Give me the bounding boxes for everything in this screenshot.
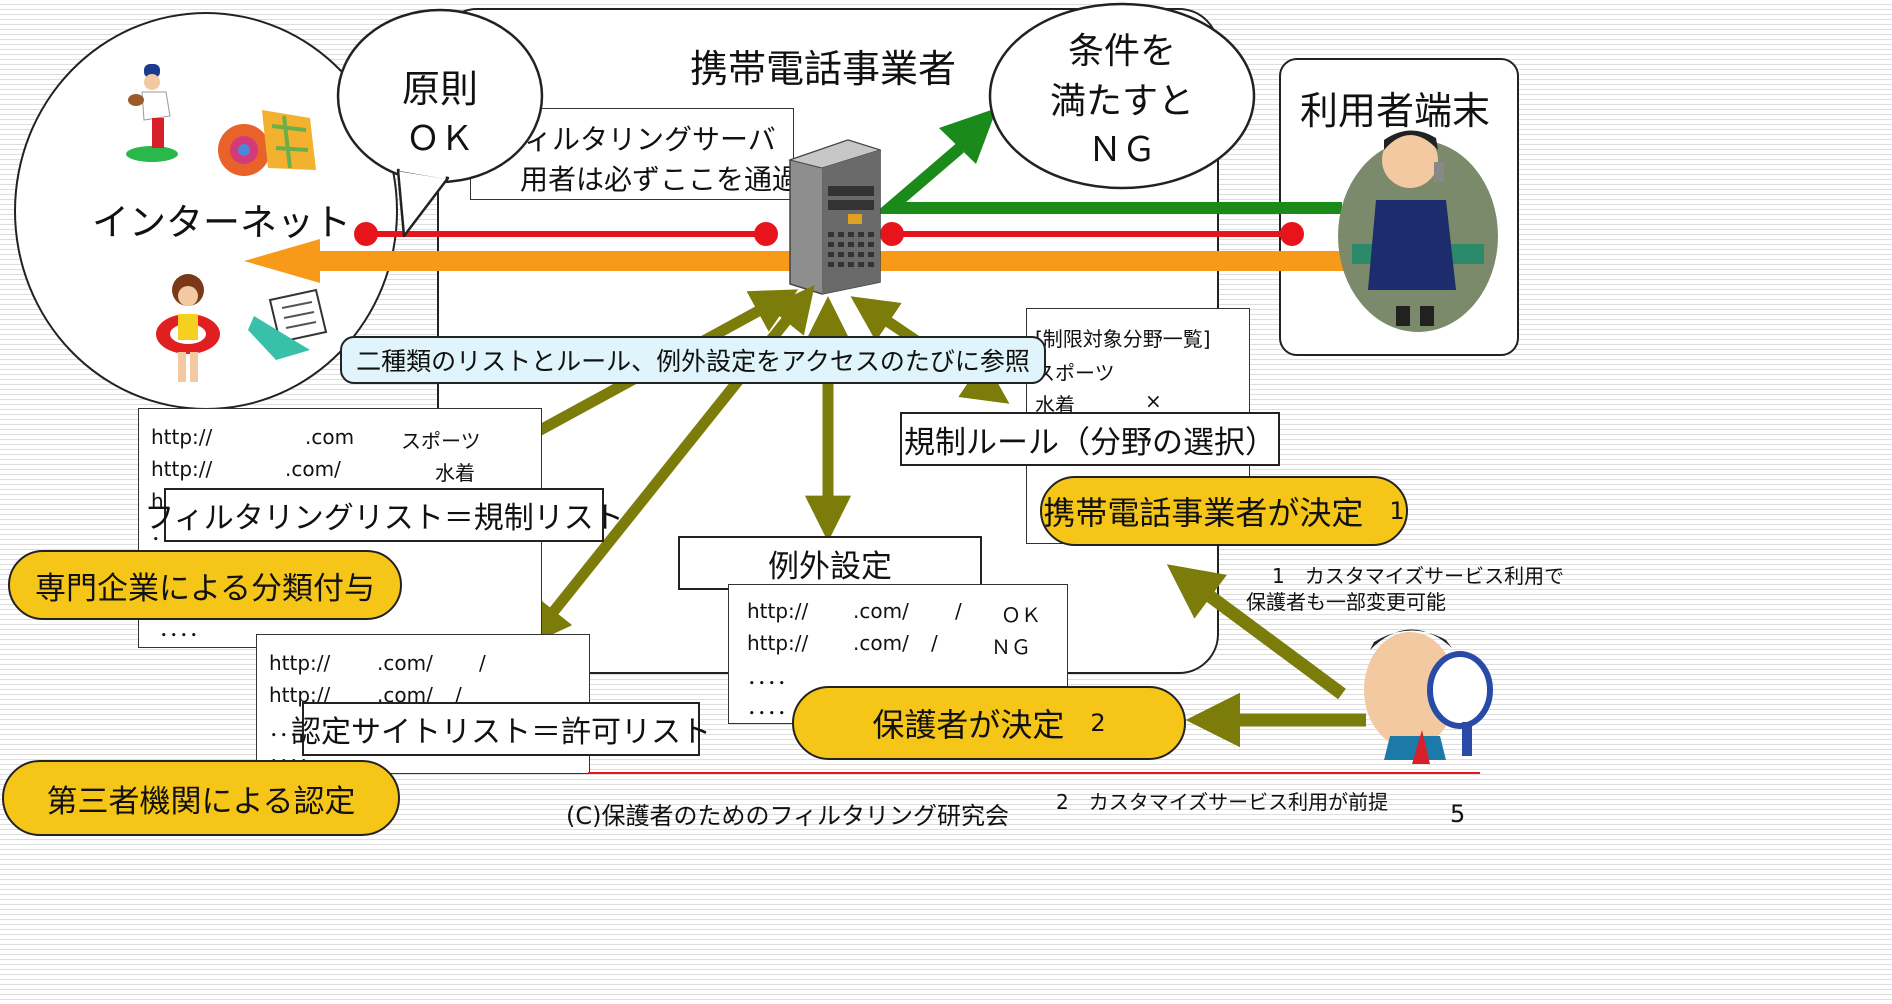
- olive-arrow-guardian-carrier: [1166, 564, 1346, 700]
- red-dot: [880, 222, 904, 246]
- bubble-ok-line1: 原則: [401, 66, 478, 111]
- filtering-row-5-dots: ．．．．: [159, 617, 209, 641]
- expert-classification-pill: 専門企業による分類付与: [8, 550, 402, 620]
- category-row-swimwear-mark: ×: [1145, 389, 1162, 413]
- user-with-phone-icon: [1338, 130, 1498, 332]
- certified-row-2-sep: /: [455, 683, 462, 707]
- filtering-row-1-domain: .com: [305, 425, 355, 449]
- carrier-decides-text: 携帯電話事業者が決定: [1043, 494, 1364, 532]
- exception-row-4-dots: ．．．．: [747, 695, 797, 719]
- category-row-sports: スポーツ: [1035, 361, 1115, 385]
- exception-row-2-result: ＮＧ: [991, 635, 1031, 659]
- certified-list-label: 認定サイトリスト＝許可リスト: [291, 702, 711, 756]
- red-dot: [754, 222, 778, 246]
- exception-label: 例外設定: [678, 536, 982, 590]
- third-party-pill: 第三者機関による認定: [2, 760, 400, 836]
- footer-rule: [588, 772, 1480, 774]
- carrier-decides-note: 1: [1389, 497, 1405, 525]
- server-icon: [788, 139, 882, 295]
- exception-row-2-sep: /: [931, 631, 938, 655]
- filtering-row-2-domain: .com/: [285, 457, 341, 481]
- green-arrow: [873, 143, 1342, 214]
- certified-row-1-sep: /: [479, 651, 486, 675]
- exception-row-1-url: http://: [747, 599, 809, 623]
- guardian-decides-text: 保護者が決定: [872, 706, 1065, 744]
- green-arrow-head: [939, 108, 997, 164]
- server-box-line2: 用者は必ずここを通過）: [520, 163, 829, 196]
- server-box-line1: ィルタリングサーバ: [524, 123, 776, 156]
- filtering-row-3-partial: h: [151, 489, 164, 513]
- red-dot: [1280, 222, 1304, 246]
- filtering-row-1-category: スポーツ: [401, 429, 481, 453]
- certified-row-1-url: http://: [269, 651, 331, 675]
- map-icon: [218, 110, 316, 176]
- red-dot: [354, 222, 378, 246]
- carrier-title: 携帯電話事業者: [690, 47, 957, 91]
- exception-row-3-dots: ．．．．: [747, 665, 797, 689]
- guardian-decides-pill: 保護者が決定 2: [792, 686, 1186, 760]
- bubble-ok-line2: ＯＫ: [406, 118, 474, 159]
- filtering-row-2-category: 水着: [435, 461, 475, 485]
- reference-note: 二種類のリストとルール、例外設定をアクセスのたびに参照: [340, 336, 1046, 384]
- exception-row-1-domain: .com/: [853, 599, 909, 623]
- note-clip-icon: [248, 288, 328, 360]
- exception-row-2-url: http://: [747, 631, 809, 655]
- page-number: 5: [1450, 800, 1466, 828]
- exception-row-2-domain: .com/: [853, 631, 909, 655]
- certified-row-1-domain: .com/: [377, 651, 433, 675]
- internet-label: インターネット: [92, 201, 351, 244]
- filtering-list-label: フィルタリングリスト＝規制リスト: [144, 488, 624, 542]
- guardian-magnifier-icon: [1364, 629, 1493, 764]
- category-list-header: [制限対象分野一覧]: [1035, 327, 1211, 351]
- footer-credit: (C)保護者のためのフィルタリング研究会: [566, 802, 1010, 830]
- bubble-ng-line3: ＮＧ: [1088, 129, 1156, 170]
- user-terminal-label: 利用者端末: [1300, 89, 1491, 133]
- filtering-row-2-url: http://: [151, 457, 213, 481]
- bubble-ok-shape: [336, 8, 544, 238]
- bubble-ng-line1: 条件を: [1067, 31, 1176, 72]
- guardian-decides-note: 2: [1090, 709, 1106, 737]
- customize-note-line1: 1 カスタマイズサービス利用で: [1272, 564, 1565, 588]
- customize-note-line2: 保護者も一部変更可能: [1246, 590, 1446, 614]
- bubble-ng-shape: [988, 2, 1256, 190]
- filtering-row-1-url: http://: [151, 425, 213, 449]
- baseball-player-icon: [126, 64, 178, 162]
- exception-row-1-result: ＯＫ: [1001, 603, 1041, 627]
- exception-row-1-sep: /: [955, 599, 962, 623]
- swimmer-girl-icon: [156, 274, 220, 382]
- bubble-ng-line2: 満たすと: [1049, 81, 1194, 122]
- carrier-decides-pill: 携帯電話事業者が決定 1: [1040, 476, 1408, 546]
- footer-note-2: 2 カスタマイズサービス利用が前提: [1056, 790, 1389, 814]
- rule-label: 規制ルール（分野の選択）: [900, 412, 1280, 466]
